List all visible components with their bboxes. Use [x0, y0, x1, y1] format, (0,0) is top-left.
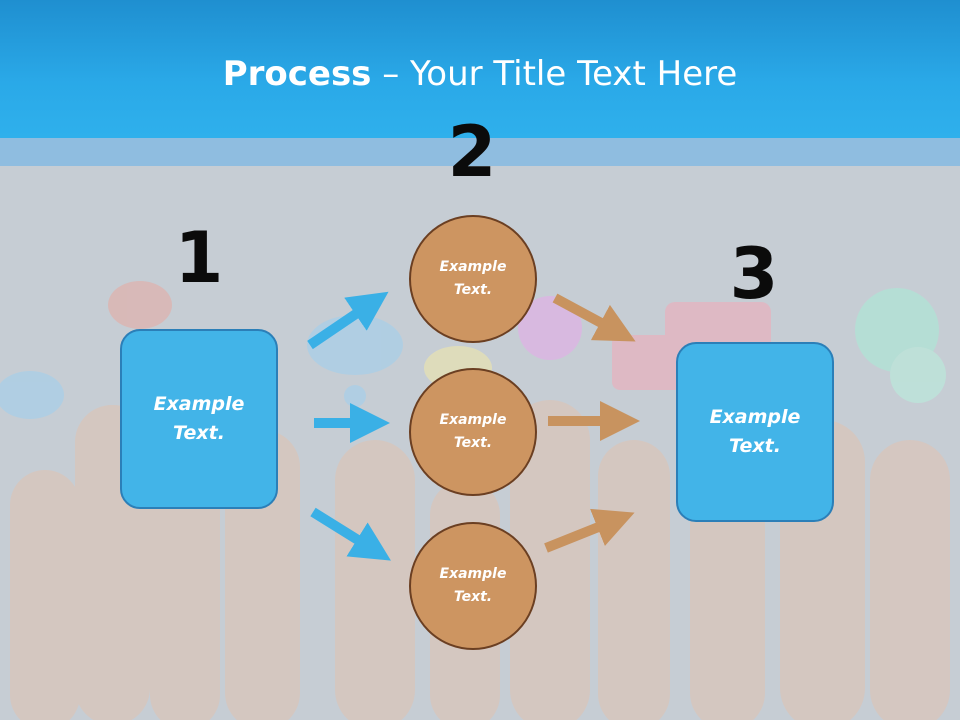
step-2-circle-middle: Example Text. [409, 368, 537, 496]
title-bar [0, 0, 960, 138]
arrow-2c-to-3 [544, 508, 635, 553]
step-1-number: 1 [174, 217, 224, 299]
step-2-circle-bottom: Example Text. [409, 522, 537, 650]
step-2-number: 2 [447, 111, 497, 193]
step-2-circle-top: Example Text. [409, 215, 537, 343]
step-1-text: Example Text. [153, 393, 245, 444]
arrow-1-to-2c [310, 507, 391, 561]
arrow-2a-to-3 [552, 293, 636, 342]
step-3-text: Example Text. [709, 406, 801, 457]
step-3-box: Example Text. [676, 342, 834, 522]
step-2-circle-bottom-text: Example Text. [439, 566, 507, 605]
step-2-circle-middle-text: Example Text. [439, 412, 507, 451]
slide-title: Process – Your Title Text Here [0, 52, 960, 96]
header-band [0, 138, 960, 166]
title-bold: Process [222, 54, 372, 94]
step-3-number: 3 [729, 233, 779, 315]
step-1-box: Example Text. [120, 329, 278, 509]
arrow-1-to-2a [307, 291, 389, 350]
title-rest: – Your Title Text Here [371, 54, 738, 94]
step-2-circle-top-text: Example Text. [439, 259, 507, 298]
